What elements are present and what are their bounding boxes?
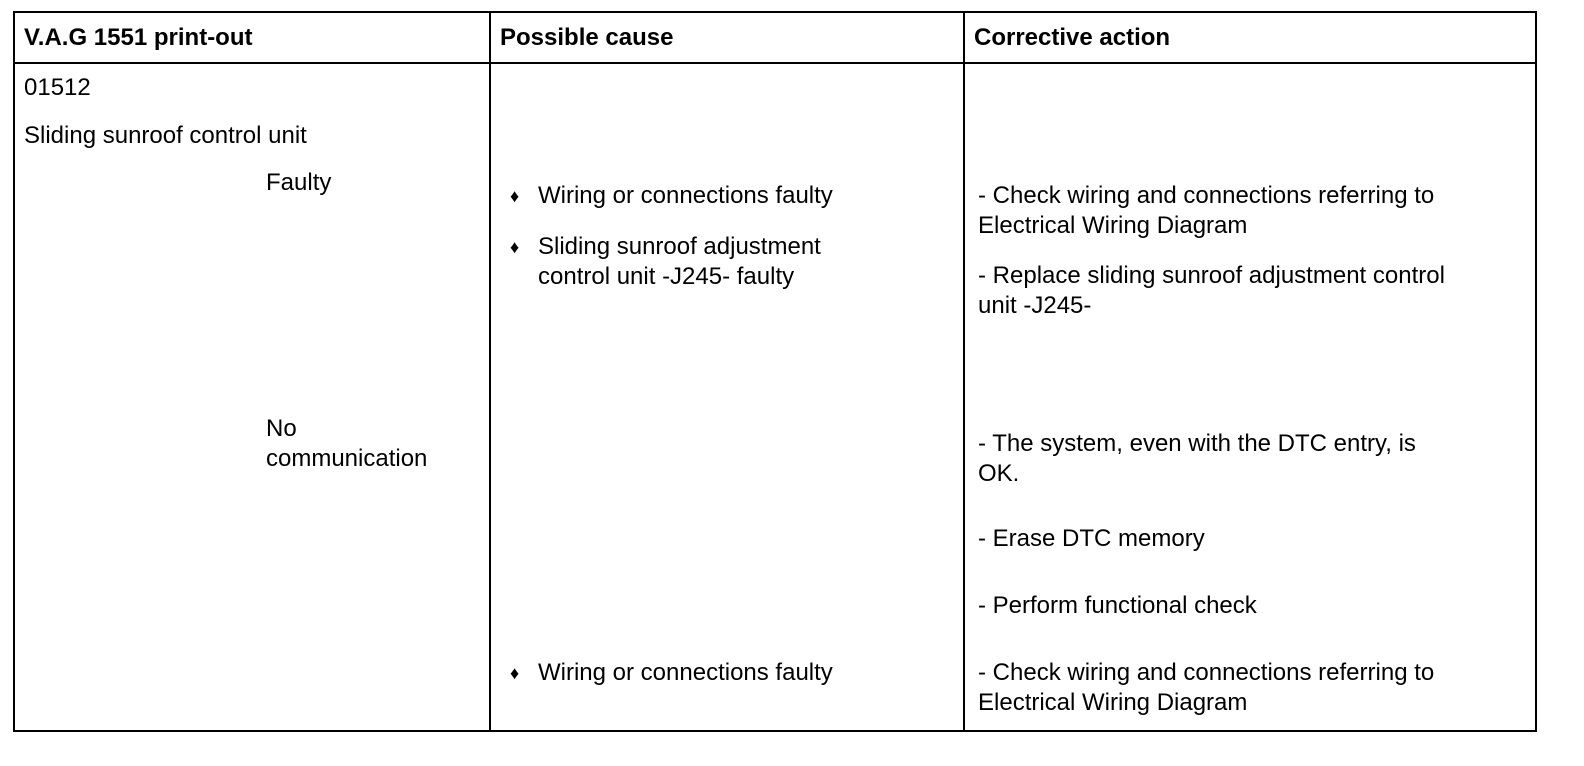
bullet-icon: ♦ — [510, 663, 520, 683]
column-divider-2 — [963, 13, 965, 730]
action-check-wiring-line1: - Check wiring and connections referring… — [978, 182, 1435, 209]
cause-wiring-faulty-2: Wiring or connections faulty — [538, 659, 833, 686]
action-check-wiring-line2: Electrical Wiring Diagram — [978, 212, 1248, 239]
cause-wiring-faulty: Wiring or connections faulty — [538, 182, 833, 209]
action-system-ok-line2: OK. — [978, 460, 1020, 487]
diagnostic-table: V.A.G 1551 print-out Possible cause Corr… — [13, 11, 1537, 732]
cause-control-unit-line2: control unit -J245- faulty — [538, 263, 795, 290]
action-check-wiring-2-line1: - Check wiring and connections referring… — [978, 659, 1435, 686]
header-printout: V.A.G 1551 print-out — [24, 24, 253, 51]
action-replace-unit-line1: - Replace sliding sunroof adjustment con… — [978, 262, 1445, 289]
fault-type-no-communication-line2: communication — [266, 445, 428, 472]
action-system-ok-line1: - The system, even with the DTC entry, i… — [978, 430, 1416, 457]
header-divider — [15, 62, 1535, 64]
header-possible-cause: Possible cause — [500, 24, 674, 51]
component-name: Sliding sunroof control unit — [24, 122, 307, 149]
fault-type-faulty: Faulty — [266, 169, 332, 196]
fault-type-no-communication-line1: No — [266, 415, 297, 442]
fault-code: 01512 — [24, 74, 91, 101]
column-divider-1 — [489, 13, 491, 730]
header-corrective-action: Corrective action — [974, 24, 1171, 51]
action-erase-dtc: - Erase DTC memory — [978, 525, 1205, 552]
bullet-icon: ♦ — [510, 237, 520, 257]
action-replace-unit-line2: unit -J245- — [978, 292, 1092, 319]
action-check-wiring-2-line2: Electrical Wiring Diagram — [978, 689, 1248, 716]
bullet-icon: ♦ — [510, 186, 520, 206]
cause-control-unit-line1: Sliding sunroof adjustment — [538, 233, 821, 260]
action-functional-check: - Perform functional check — [978, 592, 1257, 619]
